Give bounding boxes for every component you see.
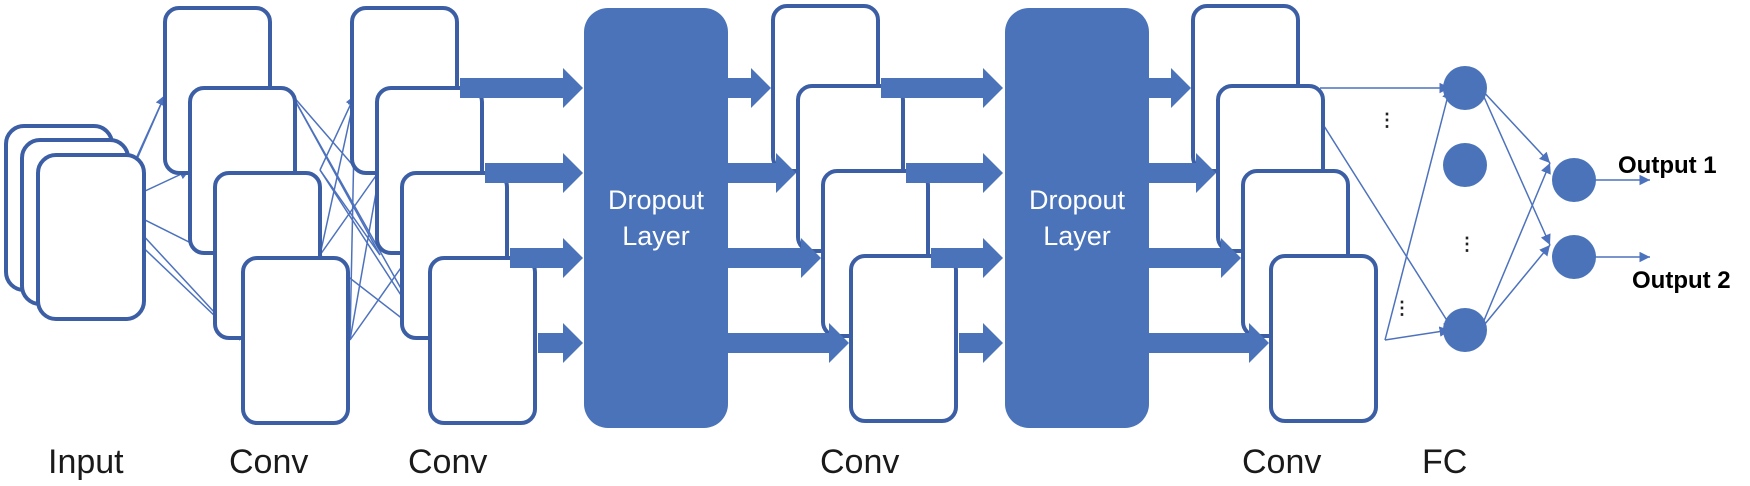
output-2-label: Output 2 bbox=[1632, 267, 1731, 294]
output-node-2 bbox=[1552, 235, 1596, 279]
output-nodes bbox=[1552, 158, 1596, 279]
fc-node bbox=[1443, 66, 1487, 110]
conv3-feature-maps bbox=[771, 4, 958, 423]
conv1-feature-maps bbox=[163, 6, 350, 425]
input-feature-maps bbox=[4, 124, 146, 321]
conv1-label: Conv bbox=[229, 443, 308, 481]
ellipsis-lower: ⋮ bbox=[1393, 298, 1411, 318]
fc-ellipsis: ⋮ bbox=[1458, 234, 1476, 254]
conv3-to-dropout-arrows bbox=[881, 68, 1003, 363]
fc-label: FC bbox=[1422, 443, 1467, 481]
dropout-layer-2: Dropout Layer bbox=[1005, 8, 1149, 428]
conv2-label: Conv bbox=[408, 443, 487, 481]
output-node-1 bbox=[1552, 158, 1596, 202]
output-1-label: Output 1 bbox=[1618, 152, 1717, 179]
input-label: Input bbox=[48, 443, 124, 481]
conv3-label: Conv bbox=[820, 443, 899, 481]
fc-layer-nodes: ⋮ bbox=[1443, 66, 1487, 352]
fc-node bbox=[1443, 143, 1487, 187]
conv4-feature-maps bbox=[1191, 4, 1378, 423]
dropout-to-conv3-arrows bbox=[728, 68, 849, 363]
ellipsis-upper: ⋮ bbox=[1378, 110, 1396, 130]
dropout-layer-2-line2: Layer bbox=[1043, 221, 1111, 251]
dropout-layer-1-line1: Dropout bbox=[608, 185, 705, 215]
conv4-to-fc-connections bbox=[1299, 82, 1454, 341]
conv1-to-conv2-connections bbox=[291, 94, 431, 341]
conv2-feature-maps bbox=[350, 6, 537, 425]
hidden-ellipses: ⋮ ⋮ bbox=[1378, 110, 1411, 318]
dropout-layer-1: Dropout Layer bbox=[584, 8, 728, 428]
dropout-to-conv4-arrows bbox=[1149, 68, 1269, 363]
dropout-layer-2-line1: Dropout bbox=[1029, 185, 1126, 215]
fc-to-output-connections bbox=[1479, 87, 1650, 331]
dropout-layer-1-line2: Layer bbox=[622, 221, 690, 251]
conv2-to-dropout-arrows bbox=[460, 68, 583, 363]
conv4-label: Conv bbox=[1242, 443, 1321, 481]
fc-node bbox=[1443, 308, 1487, 352]
